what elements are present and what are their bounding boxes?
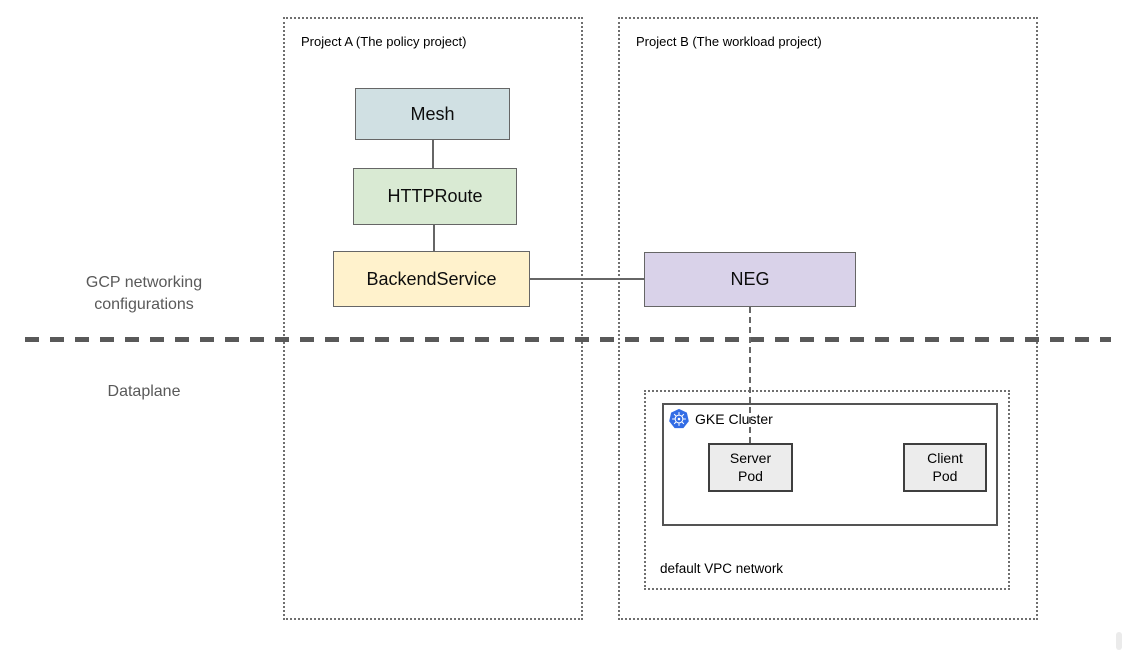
client-pod-label-line1: Client (927, 449, 963, 466)
project-a-title: Project A (The policy project) (301, 34, 467, 49)
mesh-node: Mesh (355, 88, 510, 140)
lane-label-gcp-networking-configurations: GCP networking configurations (85, 274, 203, 313)
connector-httproute-to-backendservice (433, 225, 435, 251)
gke-cluster-label: GKE Cluster (695, 411, 773, 427)
server-pod-label-line1: Server (729, 449, 772, 466)
httproute-node-label: HTTPRoute (387, 186, 483, 206)
project-b-title: Project B (The workload project) (636, 34, 822, 49)
scrollbar-fragment[interactable] (1116, 632, 1122, 650)
project-b-container: Project B (The workload project) (618, 17, 1038, 620)
server-pod-label-line2: Pod (738, 467, 763, 484)
httproute-node: HTTPRoute (353, 168, 517, 225)
default-vpc-network-box: GKE Cluster Server Pod Client Pod defaul… (644, 390, 1010, 590)
lane-label-dataplane: Dataplane (107, 383, 181, 400)
connector-mesh-to-httproute (432, 140, 434, 168)
neg-node: NEG (644, 252, 856, 307)
client-pod-node: Client Pod (903, 443, 987, 492)
mesh-node-label: Mesh (410, 103, 455, 124)
connector-neg-to-server-pod-dashed (749, 307, 751, 443)
connector-backendservice-to-neg (530, 278, 644, 280)
backend-service-node-label: BackendService (366, 268, 497, 289)
project-a-container: Project A (The policy project) (283, 17, 583, 620)
client-pod-label-line2: Pod (932, 467, 958, 484)
neg-node-label: NEG (730, 269, 770, 289)
kubernetes-icon (668, 408, 690, 430)
backend-service-node: BackendService (333, 251, 530, 307)
gke-cluster-header: GKE Cluster (668, 408, 773, 430)
gke-cluster-box: GKE Cluster Server Pod Client Pod (662, 403, 998, 526)
lane-separator-dashed-line (25, 337, 1111, 342)
default-vpc-network-label: default VPC network (660, 561, 784, 576)
server-pod-node: Server Pod (708, 443, 793, 492)
